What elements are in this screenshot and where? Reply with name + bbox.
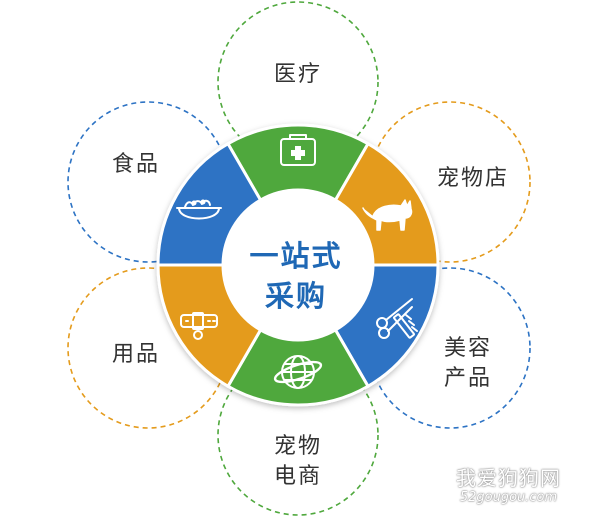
food-label: 食品: [111, 152, 160, 177]
ecommerce-label-line2: 电商: [273, 464, 322, 489]
first-aid-kit-icon: [280, 134, 316, 166]
center-title-line2: 采购: [264, 279, 327, 313]
center-title: 一站式 采购: [236, 236, 356, 316]
ring-icons: [176, 134, 418, 389]
watermark-line1: 我爱狗狗网: [456, 466, 561, 490]
label-food: 食品: [96, 150, 176, 180]
beauty-label-line2: 产品: [443, 366, 492, 391]
label-beauty: 美容 产品: [428, 334, 508, 394]
supplies-label: 用品: [111, 342, 160, 367]
label-medical: 医疗: [258, 60, 338, 90]
pet-collar-icon: [180, 312, 218, 340]
petal-pet-store: [369, 101, 531, 263]
petal-beauty: [369, 267, 531, 429]
watermark: 我爱狗狗网 52gougou.com: [456, 466, 561, 506]
globe-icon: [273, 355, 323, 389]
beauty-label-line1: 美容: [443, 336, 492, 361]
label-pet-store: 宠物店: [418, 164, 528, 194]
petal-ecommerce: [217, 354, 379, 516]
ecommerce-label-line1: 宠物: [273, 434, 322, 459]
food-bowl-icon: [176, 199, 222, 220]
label-supplies: 用品: [96, 340, 176, 370]
watermark-line2: 52gougou.com: [459, 490, 558, 505]
medical-label: 医疗: [273, 62, 322, 87]
pet-store-label: 宠物店: [436, 166, 509, 191]
petal-medical: [217, 1, 379, 163]
center-title-line1: 一站式: [249, 239, 343, 273]
scissors-comb-icon: [376, 298, 418, 339]
label-ecommerce: 宠物 电商: [258, 432, 338, 492]
cat-icon: [362, 199, 413, 231]
center-disk: [223, 190, 373, 340]
